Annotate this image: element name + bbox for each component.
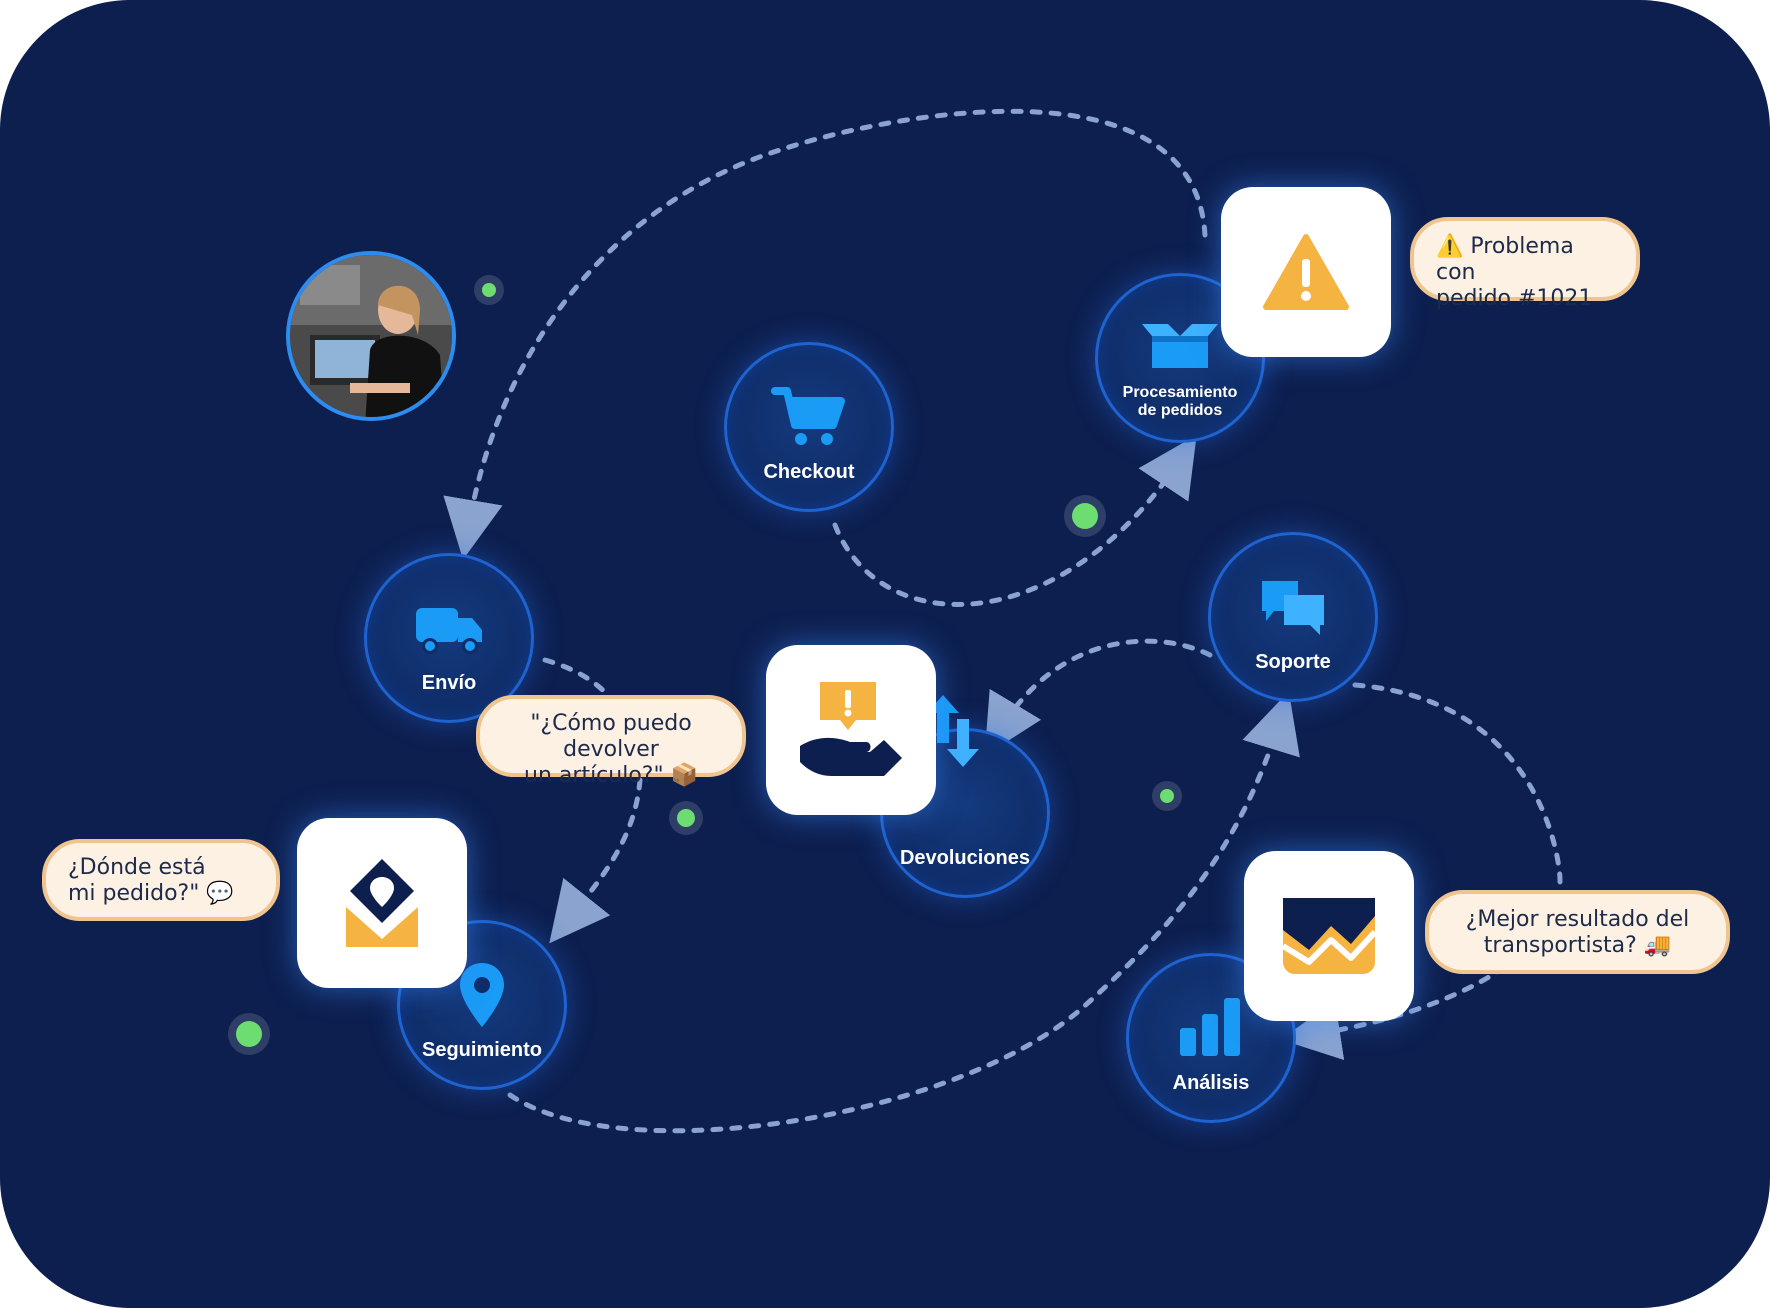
speech-bubble-carrier-question: ¿Mejor resultado del transportista? 🚚 [1425, 890, 1730, 974]
status-dot [236, 1021, 262, 1047]
node-label: Envío [421, 672, 477, 694]
map-pin-icon [460, 963, 504, 1027]
tile-warning[interactable] [1221, 187, 1391, 357]
node-label: Análisis [1172, 1072, 1250, 1094]
connector-support-to-returns [984, 638, 1213, 756]
speech-bubble-problem: ⚠️ Problema con pedido #1021 [1410, 217, 1640, 311]
status-dot [677, 809, 695, 827]
connector-shipping-to-returns [542, 657, 615, 703]
line-chart-icon [1281, 898, 1377, 974]
status-dot [482, 283, 496, 297]
bar-chart-icon [1180, 998, 1240, 1056]
connector-returns-to-tracking [549, 777, 643, 944]
speech-bubble-where-order: ¿Dónde está mi pedido?" 💬 [42, 839, 280, 921]
node-support[interactable]: Soporte [1208, 532, 1378, 702]
tile-returns-hand[interactable] [766, 645, 936, 815]
connector-support-to-analytics [1280, 682, 1563, 1061]
node-label: Seguimiento [421, 1039, 542, 1061]
person-photo [290, 255, 452, 417]
shopping-cart-icon [771, 387, 845, 445]
node-shipping[interactable]: Envío [364, 553, 534, 723]
node-label: Checkout [763, 461, 855, 483]
node-label: Procesamiento de pedidos [1122, 384, 1238, 419]
warning-triangle-icon [1263, 234, 1349, 310]
status-dot [1160, 789, 1174, 803]
avatar [286, 251, 456, 421]
connector-processing-to-shipping [443, 108, 1208, 560]
node-label: Soporte [1255, 651, 1331, 673]
status-dot [1072, 503, 1098, 529]
truck-icon [416, 608, 482, 654]
node-label: Devoluciones [899, 847, 1031, 869]
node-order-processing[interactable]: Procesamiento de pedidos [1095, 273, 1265, 443]
node-checkout[interactable]: Checkout [724, 342, 894, 512]
connector-checkout-to-processing [832, 435, 1197, 607]
chat-bubbles-icon [1262, 581, 1324, 635]
mail-location-icon [346, 859, 418, 947]
box-icon [1142, 324, 1218, 368]
hand-alert-icon [800, 682, 902, 776]
tile-analytics-chart[interactable] [1244, 851, 1414, 1021]
tile-tracking-mail[interactable] [297, 818, 467, 988]
speech-bubble-return-question: "¿Cómo puedo devolver un artículo?" 📦 [476, 695, 746, 788]
connector-tracking-to-support [507, 691, 1300, 1134]
